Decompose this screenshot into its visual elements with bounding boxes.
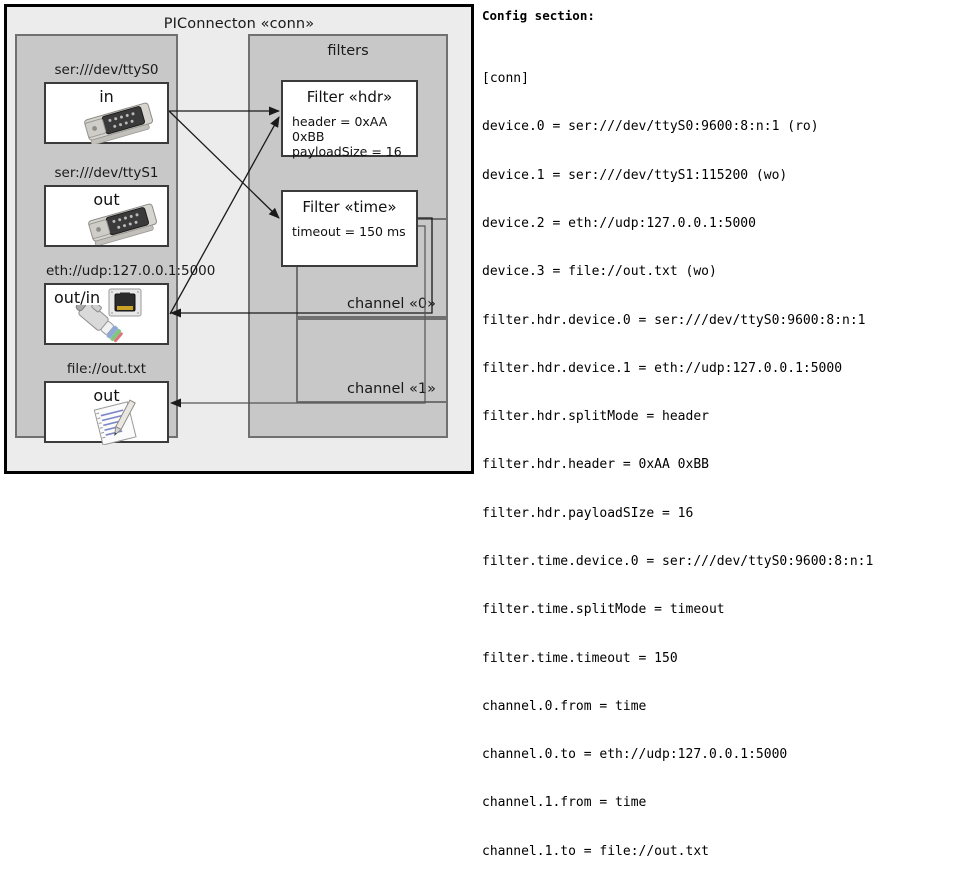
filter-hdr-prop-header: header = 0xAA 0xBB [292,114,388,144]
config-line: filter.time.timeout = 150 [482,650,678,666]
config-heading: Config section: [482,8,595,23]
ethernet-cable-icon [70,300,140,351]
config-line: filter.hdr.payloadSIze = 16 [482,505,694,521]
config-line: device.0 = ser:///dev/ttyS0:9600:8:n:1 (… [482,119,819,135]
channel-band-1: channel «1» [296,318,448,403]
channel-0-label: channel «0» [347,296,436,312]
device-node-eth-udp-direction: out/in [54,288,101,307]
filter-box-hdr[interactable]: Filter «hdr» header = 0xAA 0xBB payloadS… [281,80,418,159]
channel-1-label: channel «1» [347,381,436,397]
filter-time-title: Filter «time» [302,198,397,216]
device-node-file-out-direction: out [93,386,120,405]
device-node-ttyS1[interactable]: ser:///dev/ttyS1 out [44,165,169,249]
filter-time-properties: timeout = 150 ms [292,224,406,239]
config-lines[interactable]: [conn] device.0 = ser:///dev/ttyS0:9600:… [482,39,960,892]
config-line: channel.0.from = time [482,698,647,714]
config-section: Config section: [conn] device.0 = ser://… [482,8,960,892]
config-line: filter.hdr.device.1 = eth://udp:127.0.0.… [482,360,843,376]
config-line: filter.time.device.0 = ser:///dev/ttyS0:… [482,554,874,569]
serial-port-icon [78,203,168,249]
filter-box-time[interactable]: Filter «time» timeout = 150 ms [281,190,418,267]
ethernet-jack-icon [108,288,142,322]
device-node-ttyS0[interactable]: ser:///dev/ttyS0 in [44,62,169,146]
config-line: [conn] [482,71,529,87]
filters-panel-title: filters [327,43,369,59]
device-node-ttyS0-caption: ser:///dev/ttyS0 [54,62,159,78]
config-line: channel.1.to = file://out.txt [482,843,709,859]
config-line: channel.1.from = time [482,795,647,811]
filter-time-prop-timeout: timeout = 150 ms [292,224,406,239]
config-line: filter.hdr.header = 0xAA 0xBB [482,457,709,473]
filter-hdr-prop-payloadsize: payloadSize = 16 [292,144,402,159]
config-line: device.2 = eth://udp:127.0.0.1:5000 [482,216,756,232]
config-line: filter.hdr.device.0 = ser:///dev/ttyS0:9… [482,312,866,328]
config-line: device.1 = ser:///dev/ttyS1:115200 (wo) [482,167,788,183]
device-node-file-out[interactable]: file://out.txt out [44,361,169,446]
serial-port-icon [74,102,164,148]
config-line: device.3 = file://out.txt (wo) [482,264,717,280]
device-node-ttyS1-direction: out [93,190,120,209]
device-node-ttyS0-direction: in [99,87,114,106]
device-node-ttyS1-caption: ser:///dev/ttyS1 [54,165,159,181]
page-title: PIConnecton «conn» [163,16,315,32]
config-line: filter.hdr.splitMode = header [482,409,709,425]
text-document-icon [90,399,152,449]
device-node-eth-udp-caption: eth://udp:127.0.0.1:5000 [46,263,216,279]
config-line: channel.0.to = eth://udp:127.0.0.1:5000 [482,747,788,763]
filter-hdr-properties: header = 0xAA 0xBB payloadSize = 16 [292,114,416,159]
config-line: filter.time.splitMode = timeout [482,602,725,618]
device-node-eth-udp[interactable]: eth://udp:127.0.0.1:5000 out/in [44,263,215,345]
diagram-root: PIConnecton «conn» filters channel «0» c… [4,4,873,859]
device-node-file-out-caption: file://out.txt [66,361,147,377]
filter-hdr-title: Filter «hdr» [306,88,393,106]
